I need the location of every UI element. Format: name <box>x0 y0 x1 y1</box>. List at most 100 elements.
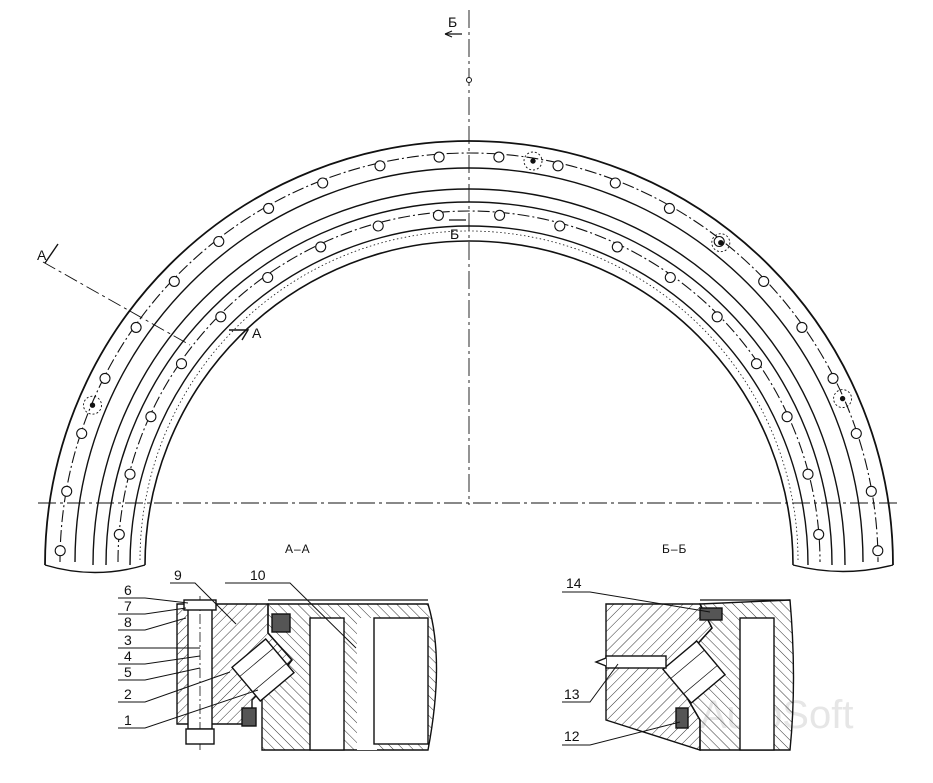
marked-hole-outline <box>83 395 102 415</box>
outer-ring-holes <box>54 151 884 557</box>
marked-hole-outline <box>523 151 543 171</box>
section-bb-title: Б–Б <box>662 542 687 556</box>
section-a-bottom-label: А <box>252 325 262 341</box>
aa-top-seal <box>271 613 291 633</box>
aa-callout-3: 3 <box>124 632 132 648</box>
aa-callout-10: 10 <box>250 567 266 583</box>
inner-bolt-hole <box>554 220 566 232</box>
outer-bolt-hole <box>54 545 66 557</box>
section-b-bottom-label: Б <box>450 226 459 242</box>
outer-bolt-hole <box>76 427 88 440</box>
marked-hole-outline <box>711 233 731 253</box>
left-break-line <box>44 564 146 574</box>
section-bb-view <box>594 599 795 751</box>
section-b-top-arrow-head <box>444 30 453 38</box>
aa-bottom-seal <box>241 707 257 727</box>
marked-hole-outline <box>833 389 853 409</box>
outer-bolt-hole <box>317 177 329 189</box>
inner-bolt-circle <box>117 210 821 563</box>
aa-callout-8: 8 <box>124 614 132 630</box>
bb-inner-bolt-hole <box>739 617 775 751</box>
inner-bolt-hole <box>315 241 327 253</box>
aa-bolt-head <box>183 599 217 611</box>
bb-grease-fitting <box>605 655 667 669</box>
aa-inner-relief <box>357 618 377 750</box>
top-marker <box>466 77 472 83</box>
aa-callout-1: 1 <box>124 712 132 728</box>
outer-bolt-hole <box>865 485 877 497</box>
section-aa-title: А–А <box>285 542 311 556</box>
outer-bolt-hole <box>663 202 675 214</box>
inner-bolt-hole <box>262 271 274 284</box>
special-holes <box>83 151 853 415</box>
inner-bolt-hole <box>750 358 763 370</box>
outer-bolt-hole <box>263 202 275 214</box>
right-break-line <box>792 564 894 573</box>
bb-callout-12: 12 <box>564 728 580 744</box>
aa-callout-7: 7 <box>124 598 132 614</box>
inner-bolt-hole <box>175 358 188 370</box>
bb-callout-14: 14 <box>566 575 582 591</box>
marked-hole-centre <box>839 395 846 402</box>
outer-bolt-hole <box>168 275 180 287</box>
section-a-line <box>42 261 191 346</box>
outer-bolt-hole <box>552 160 564 172</box>
outer-bolt-hole <box>796 321 808 333</box>
ring-bore <box>144 240 794 566</box>
aa-inner-bore <box>373 617 429 745</box>
outer-bolt-hole <box>493 151 505 163</box>
inner-bolt-hole <box>781 411 793 423</box>
marked-hole-centre <box>89 402 96 408</box>
bb-bottom-seal <box>675 707 689 729</box>
aa-callout-5: 5 <box>124 664 132 680</box>
outer-bolt-hole <box>99 372 111 384</box>
bb-grease-nipple <box>594 657 607 667</box>
aa-leader-lines <box>118 582 357 729</box>
aa-callout-2: 2 <box>124 686 132 702</box>
inner-bolt-hole <box>664 271 676 284</box>
marked-hole-centre <box>530 158 536 164</box>
section-a-bottom-arrow <box>229 329 250 341</box>
inner-bolt-hole <box>145 411 157 423</box>
aa-callout-6: 6 <box>124 582 132 598</box>
section-b-top-label: Б <box>448 14 457 30</box>
marked-hole-centre <box>718 240 724 246</box>
ring-outlines <box>44 140 894 574</box>
outer-bolt-hole <box>872 545 884 557</box>
aa-nut <box>185 728 215 745</box>
inner-bolt-hole <box>494 209 506 221</box>
section-a-top-arrow <box>44 243 59 264</box>
outer-bolt-hole <box>850 427 862 440</box>
aa-callout-9: 9 <box>174 567 182 583</box>
inner-ring-holes <box>113 209 825 540</box>
bb-leader-lines <box>562 591 711 746</box>
inner-bolt-hole <box>432 209 444 221</box>
aa-callout-4: 4 <box>124 648 132 664</box>
section-aa-view <box>176 596 438 751</box>
inner-bolt-hole <box>711 311 723 323</box>
outer-bolt-hole <box>433 151 445 163</box>
inner-bolt-hole <box>611 241 623 253</box>
inner-bolt-hole <box>372 220 384 232</box>
outer-bolt-hole <box>374 160 386 172</box>
inner-bolt-hole <box>215 311 227 323</box>
inner-bolt-hole <box>802 468 814 480</box>
bb-roller <box>662 640 726 704</box>
outer-bolt-hole <box>609 177 621 189</box>
inner-bolt-hole <box>113 528 125 540</box>
section-a-top-label: А <box>37 247 47 263</box>
outer-bolt-hole <box>61 485 73 497</box>
outer-bolt-circle <box>59 152 879 563</box>
outer-bolt-hole <box>213 235 225 248</box>
bb-top-seal <box>699 607 723 621</box>
inner-dotted-edge <box>139 230 799 561</box>
aa-inner-bolt-hole <box>309 617 345 751</box>
inner-bolt-hole <box>813 528 825 540</box>
inner-bolt-hole <box>124 468 136 480</box>
bb-callout-13: 13 <box>564 686 580 702</box>
outer-bolt-hole <box>758 275 770 287</box>
outer-bolt-hole <box>827 372 839 384</box>
outer-bolt-hole <box>130 321 142 333</box>
